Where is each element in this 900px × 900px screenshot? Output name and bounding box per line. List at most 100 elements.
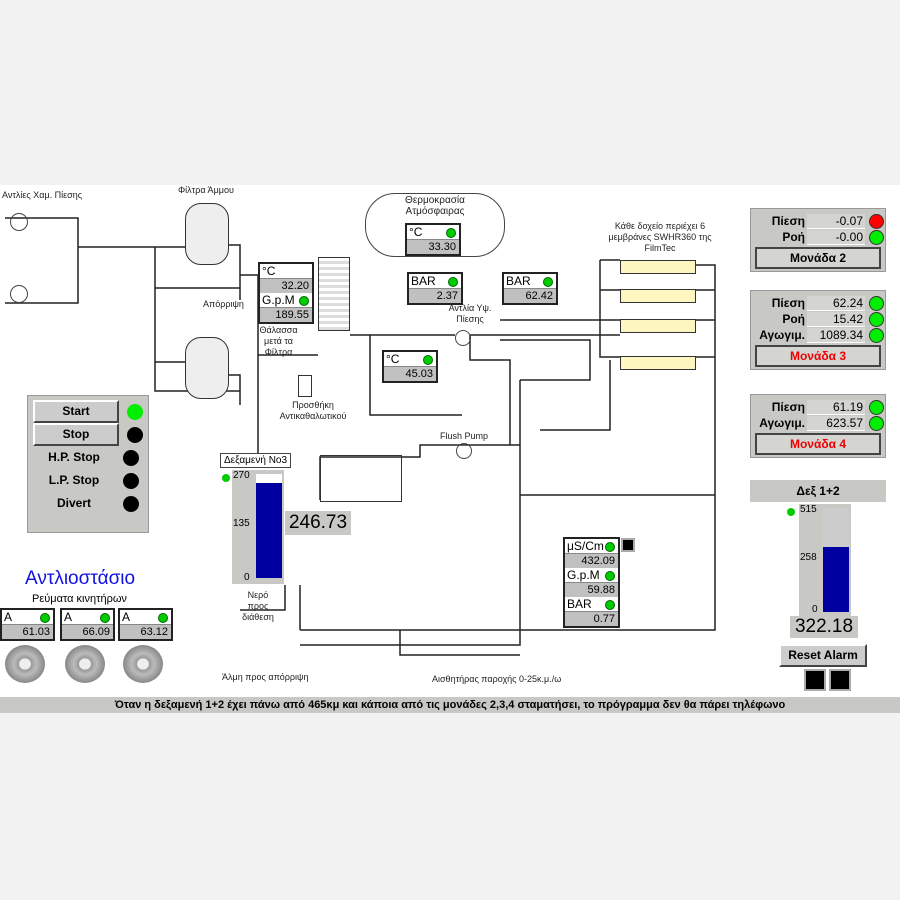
motor-icon xyxy=(123,645,163,683)
low-pumps-label: Αντλίες Χαμ. Πίεσης xyxy=(2,190,83,200)
tank3-value: 246.73 xyxy=(285,511,351,535)
control-stop[interactable]: Stop xyxy=(28,423,148,446)
drain-label: Απόρριψη xyxy=(203,299,244,309)
control-start[interactable]: Start xyxy=(28,400,148,423)
unit-row: Αγωγιμ.1089.34 xyxy=(751,327,885,343)
reset-alarm-button[interactable]: Reset Alarm xyxy=(779,644,867,667)
tank3-level-fill xyxy=(256,482,282,578)
unit-label: BAR xyxy=(567,597,592,611)
low-pressure-pump-icon xyxy=(10,213,28,231)
gauge-tick: 135 xyxy=(233,518,250,529)
sand-filter-icon xyxy=(185,337,229,399)
status-led xyxy=(605,571,615,581)
current-value: 66.09 xyxy=(62,625,113,639)
status-led xyxy=(123,495,139,512)
row-value: 61.19 xyxy=(807,399,865,415)
current-value: 61.03 xyxy=(2,625,53,639)
antiscalant-label: Προσθήκη Αντικαθαλωτικού xyxy=(279,400,347,421)
status-led xyxy=(299,296,309,306)
unit-label: BAR xyxy=(506,274,531,288)
flow-value: 189.55 xyxy=(260,308,312,322)
unit-button[interactable]: Μονάδα 2 xyxy=(755,247,881,269)
row-label: Πίεση xyxy=(771,214,805,228)
row-label: Πίεση xyxy=(771,400,805,414)
row-value: 15.42 xyxy=(807,311,865,327)
pressure-value: 2.37 xyxy=(409,289,461,303)
status-led xyxy=(869,295,884,311)
tank12-value: 322.18 xyxy=(790,616,858,638)
status-led xyxy=(123,449,139,466)
status-led xyxy=(869,399,884,415)
unit-label: °C xyxy=(409,225,423,239)
row-value: -0.07 xyxy=(807,213,865,229)
alarm-indicator xyxy=(829,669,851,691)
row-label: Πίεση xyxy=(771,296,805,310)
temperature-value: 45.03 xyxy=(384,367,436,381)
scada-screen: Αντλίες Χαμ. Πίεσης Φίλτρα Άμμου Απόρριψ… xyxy=(0,185,900,713)
unit-label: °C xyxy=(386,352,400,366)
status-led xyxy=(605,542,615,552)
alarm-indicator xyxy=(804,669,826,691)
status-led xyxy=(123,472,139,489)
control-label[interactable]: Stop xyxy=(33,423,119,446)
row-label: Αγωγιμ. xyxy=(759,328,805,342)
temperature-value: 32.20 xyxy=(260,279,312,293)
tank3-gauge: 270 135 0 xyxy=(232,470,284,584)
status-led xyxy=(127,426,143,443)
motor-icon xyxy=(5,645,45,683)
brine-label: Άλμη προς απόρριψη xyxy=(222,672,309,682)
membrane-vessel xyxy=(620,356,696,370)
gauge-tick: 0 xyxy=(812,604,818,615)
unit-label: μS/Cm xyxy=(567,539,604,553)
gauge-tick: 515 xyxy=(800,504,817,515)
sand-filter-icon xyxy=(185,203,229,265)
status-led xyxy=(222,474,230,482)
cartridge-filter-icon xyxy=(318,257,350,331)
flush-pump-label: Flush Pump xyxy=(440,431,489,441)
row-label: Αγωγιμ. xyxy=(759,416,805,430)
row-value: 62.24 xyxy=(807,295,865,311)
status-led xyxy=(100,613,110,623)
status-led xyxy=(869,415,884,431)
unit-button[interactable]: Μονάδα 3 xyxy=(755,345,881,367)
flush-pump-icon xyxy=(456,443,472,459)
row-value: 623.57 xyxy=(807,415,865,431)
pumping-station-title: Αντλιοστάσιο xyxy=(25,568,136,589)
flow-value: 59.88 xyxy=(565,583,618,597)
membrane-vessel xyxy=(620,260,696,274)
tank3-title: Δεξαμενή No3 xyxy=(220,453,292,468)
atm-temp-label: Θερμοκρασία Ατμόσφαιρας xyxy=(405,195,465,217)
control-label: Divert xyxy=(56,496,91,510)
footer-message: Όταν η δεξαμενή 1+2 έχει πάνω από 465κμ … xyxy=(0,697,900,713)
unit-row: Αγωγιμ.623.57 xyxy=(751,415,885,431)
tank12-gauge: 515 258 0 xyxy=(799,504,851,616)
gauge-tick: 258 xyxy=(800,552,817,563)
gauge-tick: 0 xyxy=(244,572,250,583)
unit-label: A xyxy=(4,610,13,624)
low-pressure-pump-icon xyxy=(10,285,28,303)
row-label: Ροή xyxy=(782,312,805,326)
status-led xyxy=(423,355,433,365)
status-led xyxy=(448,277,458,287)
control-hpstop: H.P. Stop xyxy=(28,446,148,469)
motor-icon xyxy=(65,645,105,683)
membrane-vessel xyxy=(620,319,696,333)
high-pressure-pump-icon xyxy=(455,330,471,346)
control-label[interactable]: Start xyxy=(33,400,119,423)
status-led xyxy=(869,327,884,343)
status-led xyxy=(158,613,168,623)
status-led xyxy=(869,311,884,327)
control-label: H.P. Stop xyxy=(48,450,100,464)
unit-label: A xyxy=(122,610,131,624)
status-led xyxy=(869,229,884,245)
unit-button[interactable]: Μονάδα 4 xyxy=(755,433,881,455)
